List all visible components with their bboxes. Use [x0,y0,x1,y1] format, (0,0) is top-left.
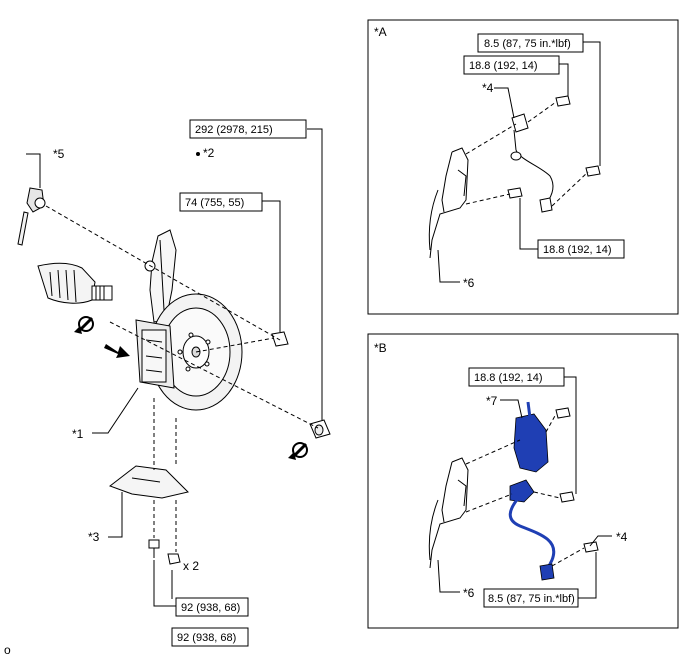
cover-plate [108,465,189,499]
speed-sensor-highlighted [508,401,556,581]
torque-a-top: 8.5 (87, 75 in.*lbf) [484,38,571,50]
torque-box-b-top [468,367,565,387]
torque-box-b-bottom [483,588,579,608]
inset-b-bolt [559,491,575,503]
inset-a-bolt [555,95,571,107]
label-part-2: *2 [203,146,215,160]
inset-b-bolt [583,541,599,553]
label-quantity: x 2 [183,559,199,573]
label-part-3: *3 [88,530,100,544]
replace-part-icon [74,316,94,334]
torque-box-knuckle-nut [179,192,263,212]
inset-a-bolt [507,187,523,199]
inset-b-label-part-6: *6 [463,586,475,600]
inset-a-bolt [585,165,601,177]
marker-dot [196,152,200,156]
inset-b-label-part-4: *4 [616,530,628,544]
inset-a-label-part-6: *6 [463,276,475,290]
cover-bolt-pair [148,539,181,565]
knuckle-outline [428,147,469,259]
torque-box-a-second [463,55,560,75]
label-part-5: *5 [53,147,65,161]
torque-cover-bolt-a: 92 (938, 68) [181,602,240,614]
replace-part-icon [288,442,308,460]
torque-cover-bolt-b: 92 (938, 68) [177,632,236,644]
torque-box-a-lower [537,239,625,259]
inset-b-label-part-7: *7 [486,394,498,408]
torque-b-top: 18.8 (192, 14) [474,372,543,384]
label-part-1: *1 [72,427,84,441]
inset-a-label-part-4: *4 [482,81,494,95]
inset-b: *B [367,333,679,629]
inset-b-title: *B [374,341,387,355]
drive-shaft [37,262,113,304]
inset-a: *A [367,19,679,315]
brake-caliper [135,319,175,389]
torque-box-cover-bolt [171,627,249,647]
inset-a-title: *A [374,25,387,39]
corner-mark: o [4,643,11,657]
speed-sensor [510,113,554,213]
direction-arrow-icon [104,344,130,358]
torque-box-a-top [477,33,584,53]
torque-b-bottom: 8.5 (87, 75 in.*lbf) [488,593,575,605]
knuckle-outline [428,457,469,569]
torque-knuckle-nut: 74 (755, 55) [185,197,244,209]
torque-box-cover-bolt [175,597,249,617]
torque-a-second: 18.8 (192, 14) [469,60,538,72]
stabilizer-link [17,187,46,246]
torque-box-hub-nut [189,119,307,139]
main-assembly: *5 *2 *1 *3 x 2 292 (2978, 215) 74 (755,… [4,119,331,657]
torque-a-lower: 18.8 (192, 14) [543,244,612,256]
hub-nut [309,419,331,439]
inset-b-bolt [555,407,571,419]
knuckle-nut [271,331,289,347]
torque-hub-nut: 292 (2978, 215) [195,124,273,136]
